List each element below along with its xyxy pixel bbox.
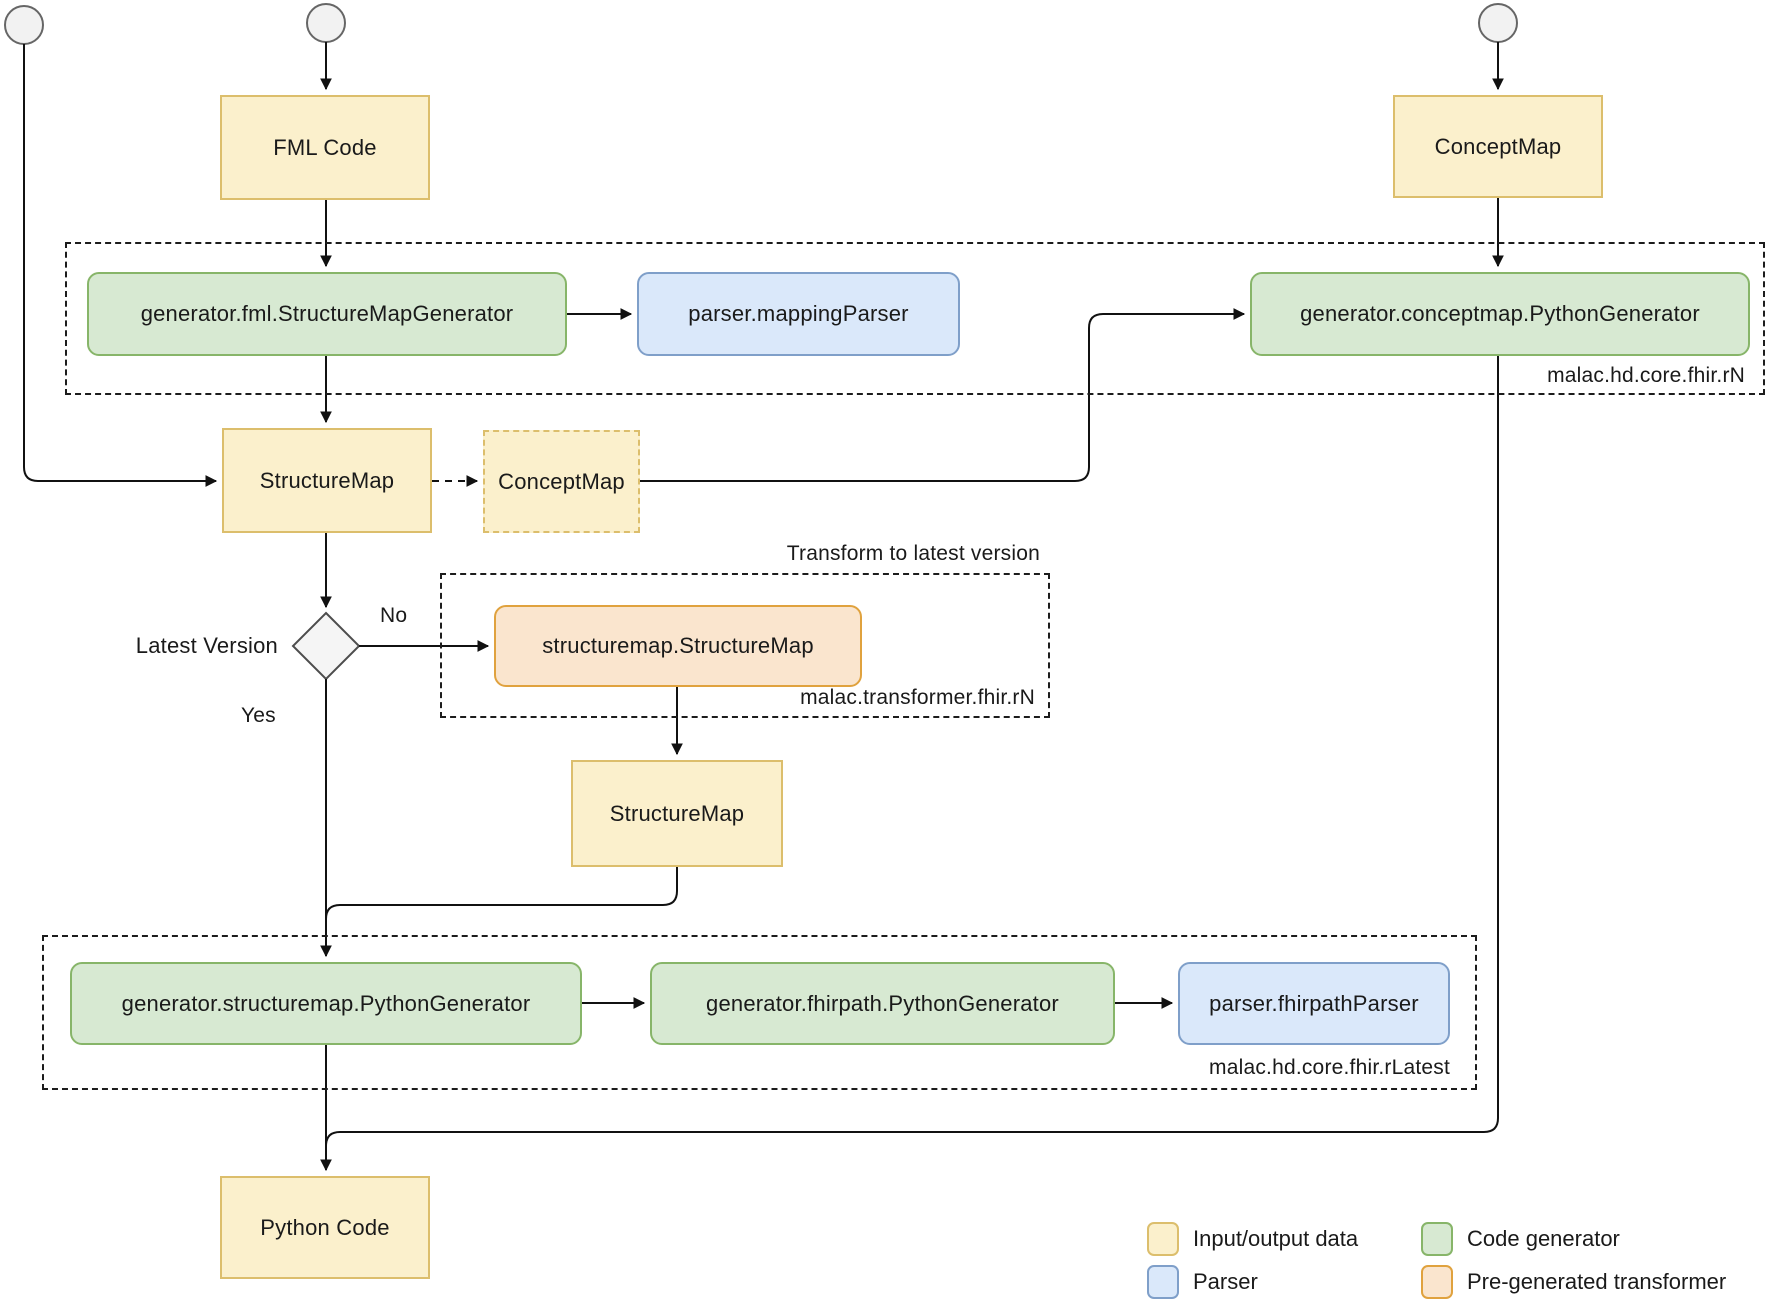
label-latest-version: Latest Version <box>135 633 278 658</box>
node-generator-structuremap-pythongenerator: generator.structuremap.PythonGenerator <box>70 962 582 1045</box>
legend-label-pre-generated-transformer: Pre-generated transformer <box>1467 1269 1727 1294</box>
node-conceptmap-mid: ConceptMap <box>483 430 640 533</box>
node-generator-conceptmap-pythongenerator: generator.conceptmap.PythonGenerator <box>1250 272 1750 356</box>
label-malac-transformer-fhir-rn: malac.transformer.fhir.rN <box>800 686 1035 709</box>
container-malac-transformer-fhir-rn <box>440 573 1050 718</box>
container-malac-hd-core-fhir-rlatest <box>42 935 1477 1090</box>
edge-conceptmap-generator-return <box>325 356 1499 1147</box>
label-malac-hd-core-fhir-rlatest: malac.hd.core.fhir.rLatest <box>1209 1056 1450 1079</box>
node-parser-mappingparser: parser.mappingParser <box>637 272 960 356</box>
decision-diamond <box>291 611 361 681</box>
legend-swatch-code-generator <box>1421 1222 1453 1256</box>
node-generator-fhirpath-pythongenerator: generator.fhirpath.PythonGenerator <box>650 962 1115 1045</box>
legend-swatch-parser <box>1147 1265 1179 1299</box>
node-generator-fml-structuremapgenerator: generator.fml.StructureMapGenerator <box>87 272 567 356</box>
legend-swatch-input-output <box>1147 1222 1179 1256</box>
start-node-conceptmap <box>1478 3 1518 43</box>
legend-label-parser: Parser <box>1193 1269 1258 1294</box>
node-structuremap-1: StructureMap <box>222 428 432 533</box>
legend-swatch-pre-generated-transformer <box>1421 1265 1453 1299</box>
start-node-left <box>4 5 44 45</box>
edge-start-left-to-structuremap <box>23 44 218 487</box>
node-parser-fhirpathparser: parser.fhirpathParser <box>1178 962 1450 1045</box>
edge-structuremap2-merge <box>325 867 678 920</box>
node-conceptmap-top: ConceptMap <box>1393 95 1603 198</box>
edge-conceptmap-mid-to-conceptmap-generator <box>640 308 1246 482</box>
container-malac-hd-core-fhir-rn <box>65 242 1765 395</box>
label-yes: Yes <box>241 704 276 727</box>
legend-label-input-output: Input/output data <box>1193 1226 1359 1251</box>
start-node-fml <box>306 3 346 43</box>
label-no: No <box>380 604 408 627</box>
node-fml-code: FML Code <box>220 95 430 200</box>
node-structuremap-2: StructureMap <box>571 760 783 867</box>
node-python-code: Python Code <box>220 1176 430 1279</box>
label-transform-to-latest-version: Transform to latest version <box>786 542 1040 565</box>
label-malac-hd-core-fhir-rn: malac.hd.core.fhir.rN <box>1547 364 1745 387</box>
node-structuremap-structuremap-transformer: structuremap.StructureMap <box>494 605 862 687</box>
legend-label-code-generator: Code generator <box>1467 1226 1620 1251</box>
